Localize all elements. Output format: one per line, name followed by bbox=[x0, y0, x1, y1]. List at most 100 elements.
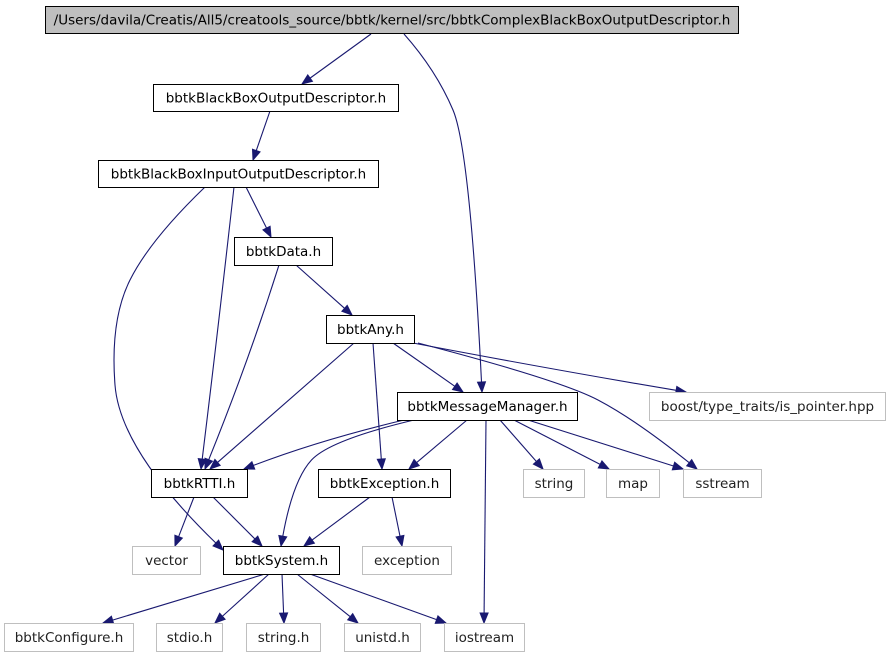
node-label: iostream bbox=[455, 630, 514, 646]
node-exception: exception bbox=[362, 546, 452, 575]
edge-system-to-stringh bbox=[278, 573, 289, 625]
edge-arrowhead bbox=[479, 612, 489, 625]
edge-line bbox=[416, 419, 468, 463]
edge-arrowhead bbox=[451, 382, 465, 393]
edge-line bbox=[372, 342, 382, 460]
node-label: bbtkException.h bbox=[330, 476, 440, 492]
edge-line bbox=[295, 264, 345, 309]
node-label: stdio.h bbox=[167, 630, 213, 646]
edge-line bbox=[255, 110, 271, 151]
node-label: bbtkRTTI.h bbox=[164, 476, 236, 492]
node-label: bbtkConfigure.h bbox=[15, 630, 124, 646]
node-label: vector bbox=[145, 553, 188, 569]
node-stdio: stdio.h bbox=[156, 623, 223, 652]
edge-arrowhead bbox=[214, 612, 226, 624]
node-box bbox=[132, 546, 201, 575]
node-label: unistd.h bbox=[355, 630, 410, 646]
edge-arrowhead bbox=[174, 534, 184, 548]
node-root[interactable]: /Users/davila/Creatis/All5/creatools_sou… bbox=[45, 6, 739, 34]
nodes-layer: /Users/davila/Creatis/All5/creatools_sou… bbox=[4, 6, 886, 652]
node-any[interactable]: bbtkAny.h bbox=[326, 315, 415, 344]
edge-any-to-msg bbox=[392, 342, 465, 393]
edge-line bbox=[112, 573, 266, 621]
node-box bbox=[4, 623, 134, 652]
edge-line bbox=[527, 419, 674, 467]
edge-exc-to-system bbox=[302, 496, 371, 547]
node-msg[interactable]: bbtkMessageManager.h bbox=[397, 392, 578, 421]
edge-line bbox=[178, 496, 195, 537]
edge-line bbox=[222, 573, 270, 617]
edge-msg-to-system bbox=[278, 419, 415, 548]
node-data[interactable]: bbtkData.h bbox=[234, 237, 333, 266]
node-box bbox=[344, 623, 421, 652]
node-box bbox=[326, 315, 415, 344]
edge-line bbox=[201, 186, 235, 460]
node-label: bbtkAny.h bbox=[337, 322, 404, 338]
node-label: map bbox=[618, 476, 648, 492]
node-box bbox=[318, 469, 451, 498]
edge-line bbox=[483, 419, 487, 614]
edge-arrowhead bbox=[302, 535, 316, 547]
edge-line bbox=[245, 186, 268, 229]
node-box bbox=[649, 392, 886, 421]
node-system[interactable]: bbtkSystem.h bbox=[223, 546, 340, 575]
edge-arrowhead bbox=[208, 458, 222, 470]
node-box bbox=[98, 160, 379, 188]
edge-msg-to-sstream bbox=[527, 419, 685, 471]
node-box bbox=[246, 623, 321, 652]
node-label: exception bbox=[374, 553, 440, 569]
edge-line bbox=[113, 186, 217, 544]
node-box bbox=[683, 469, 762, 498]
edge-line bbox=[392, 342, 456, 387]
node-bbod[interactable]: bbtkBlackBoxOutputDescriptor.h bbox=[153, 84, 399, 112]
node-label: string bbox=[535, 476, 574, 492]
node-box bbox=[153, 84, 399, 112]
node-box bbox=[151, 469, 248, 498]
node-label: string.h bbox=[258, 630, 310, 646]
edge-arrowhead bbox=[341, 304, 354, 316]
edge-any-to-boost bbox=[412, 342, 688, 395]
edge-bbiod-to-rtti bbox=[197, 186, 235, 471]
node-stringh: string.h bbox=[246, 623, 321, 652]
node-box bbox=[223, 546, 340, 575]
edge-arrowhead bbox=[407, 458, 421, 470]
node-exc[interactable]: bbtkException.h bbox=[318, 469, 451, 498]
node-rtti[interactable]: bbtkRTTI.h bbox=[151, 469, 248, 498]
edge-line bbox=[412, 342, 677, 391]
edge-msg-to-string bbox=[499, 419, 544, 471]
node-label: /Users/davila/Creatis/All5/creatools_sou… bbox=[54, 13, 731, 29]
node-box bbox=[444, 623, 525, 652]
node-label: bbtkSystem.h bbox=[235, 553, 328, 569]
node-label: bbtkBlackBoxInputOutputDescriptor.h bbox=[111, 167, 366, 183]
node-boost: boost/type_traits/is_pointer.hpp bbox=[649, 392, 886, 421]
edge-arrowhead bbox=[262, 225, 272, 239]
node-box bbox=[523, 469, 585, 498]
node-box bbox=[156, 623, 223, 652]
edge-any-to-sstream bbox=[417, 342, 699, 470]
node-label: sstream bbox=[695, 476, 749, 492]
edge-line bbox=[309, 573, 437, 621]
edge-system-to-stdio bbox=[214, 573, 270, 624]
node-bbiod[interactable]: bbtkBlackBoxInputOutputDescriptor.h bbox=[98, 160, 379, 188]
edge-arrowhead bbox=[242, 460, 256, 470]
node-vector: vector bbox=[132, 546, 201, 575]
edge-line bbox=[403, 33, 483, 383]
edge-arrowhead bbox=[101, 615, 115, 625]
edge-arrowhead bbox=[346, 612, 360, 624]
edge-any-to-exc bbox=[372, 342, 386, 471]
edge-system-to-unistd bbox=[296, 573, 360, 624]
edge-bbod-to-bbiod bbox=[251, 110, 271, 162]
edge-line bbox=[499, 419, 537, 462]
node-label: bbtkBlackBoxOutputDescriptor.h bbox=[166, 91, 387, 107]
edge-arrowhead bbox=[251, 535, 263, 547]
node-unistd: unistd.h bbox=[344, 623, 421, 652]
edge-arrowhead bbox=[212, 539, 224, 551]
edge-root-to-msg bbox=[403, 33, 487, 394]
edge-line bbox=[217, 342, 355, 463]
edge-line bbox=[311, 496, 371, 541]
edge-arrowhead bbox=[476, 381, 487, 394]
edge-arrowhead bbox=[278, 612, 289, 625]
edge-line bbox=[212, 496, 256, 540]
edge-exc-to-exception bbox=[391, 496, 405, 548]
node-map: map bbox=[606, 469, 660, 498]
